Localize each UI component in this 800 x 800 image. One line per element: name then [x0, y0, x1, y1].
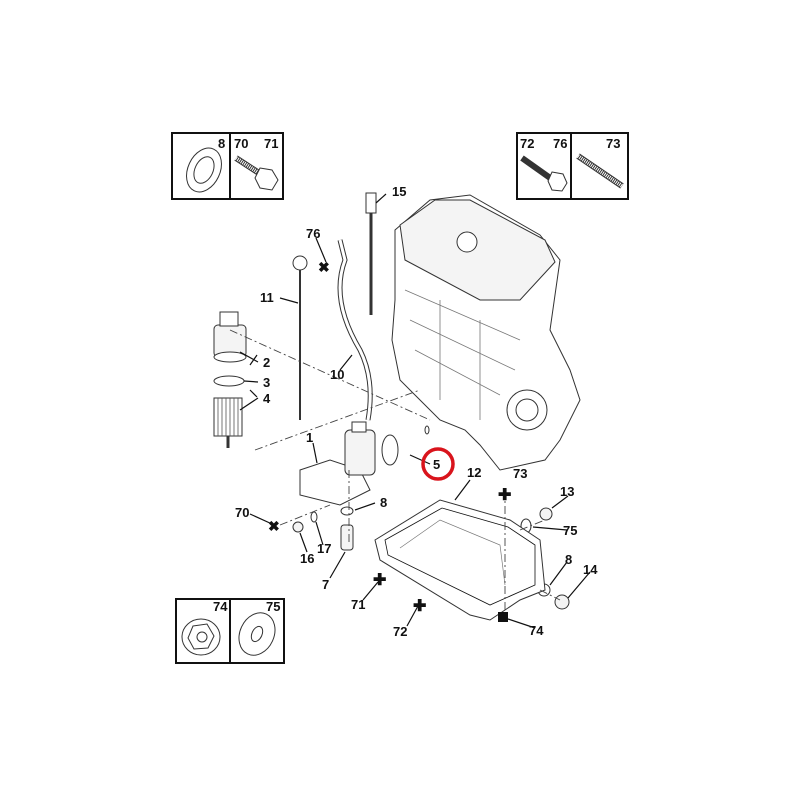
washer-icon — [238, 612, 276, 656]
inset-label-8: 8 — [218, 136, 225, 151]
o-ring — [213, 375, 245, 387]
callout-12: 12 — [467, 465, 481, 480]
oil-level-sensor — [365, 192, 377, 315]
plus-marker-icon: ✚ — [498, 487, 511, 504]
plus-marker-icon: ✚ — [373, 572, 386, 589]
plus-marker-icon: ✚ — [413, 598, 426, 615]
highlight-circle — [421, 447, 455, 481]
inset-label-72: 72 — [520, 136, 534, 151]
callout-73: 73 — [513, 466, 527, 481]
callout-2: 2 — [263, 355, 270, 370]
callout-14: 14 — [583, 562, 598, 577]
oil-pressure-switch — [340, 524, 354, 551]
inset-box-nut-and-washer: 74 75 — [175, 598, 285, 664]
callout-15: 15 — [392, 184, 406, 199]
engine-block — [391, 194, 581, 471]
bolt-icon — [520, 155, 568, 192]
leader-lines — [239, 193, 591, 629]
oil-filter-housing-cap — [213, 311, 247, 363]
inset-label-71: 71 — [264, 136, 278, 151]
dipstick-guide-tube — [337, 239, 373, 421]
callout-5: 5 — [433, 457, 440, 472]
inset-box-seal-and-bolt: 8 70 71 — [171, 132, 284, 200]
inset-label-70: 70 — [234, 136, 248, 151]
washer-17 — [310, 511, 318, 523]
inset-label-76: 76 — [553, 136, 567, 151]
callout-76: 76 — [306, 226, 320, 241]
callout-75: 75 — [563, 523, 577, 538]
stud-icon — [576, 153, 624, 189]
inset-box-bolt-and-stud: 72 76 73 — [516, 132, 629, 200]
seal-5 — [381, 434, 399, 466]
callout-13: 13 — [560, 484, 574, 499]
plug-16 — [292, 521, 304, 533]
callout-4: 4 — [263, 391, 271, 406]
seal-ring-8 — [340, 506, 354, 516]
dipstick — [292, 255, 308, 420]
inset-label-74: 74 — [213, 599, 228, 614]
bolt-13 — [539, 507, 553, 521]
callout-16: 16 — [300, 551, 314, 566]
callout-11: 11 — [260, 290, 274, 305]
callout-7: 7 — [322, 577, 329, 592]
oil-filter-housing — [299, 421, 376, 506]
flange-nut-icon — [181, 618, 221, 656]
x-marker-icon: ✖ — [268, 518, 280, 534]
callout-72: 72 — [393, 624, 407, 639]
callout-71: 71 — [351, 597, 365, 612]
oil-filter-element — [213, 397, 243, 448]
inset-label-75: 75 — [266, 599, 280, 614]
callout-17: 17 — [317, 541, 331, 556]
callout-10: 10 — [330, 367, 344, 382]
x-marker-icon: ✖ — [318, 259, 330, 275]
callout-8-drain: 8 — [565, 552, 572, 567]
callout-74: 74 — [529, 623, 544, 638]
callout-3: 3 — [263, 375, 270, 390]
drain-plug-14 — [554, 594, 570, 610]
callout-1: 1 — [306, 430, 313, 445]
inset-label-73: 73 — [606, 136, 620, 151]
callout-70: 70 — [235, 505, 249, 520]
flange-bolt-icon — [234, 155, 279, 191]
callout-8: 8 — [380, 495, 387, 510]
oil-pan — [374, 499, 546, 621]
oil-filler-cap-icon — [456, 231, 478, 253]
square-marker-icon — [498, 612, 508, 622]
